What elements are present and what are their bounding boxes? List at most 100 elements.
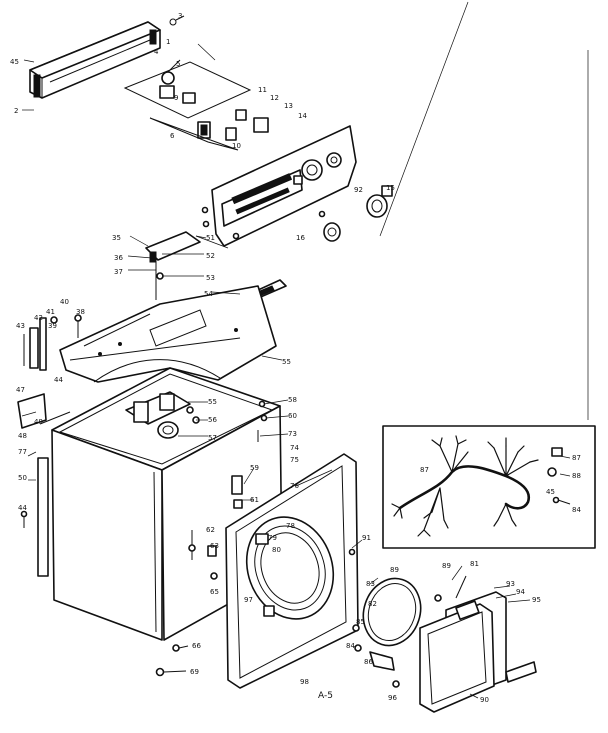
callout-87: 87 bbox=[420, 466, 429, 474]
cabinet-front-panel bbox=[225, 453, 359, 689]
callout-13: 13 bbox=[284, 102, 293, 110]
callout-98: 98 bbox=[300, 678, 309, 686]
timer-knob bbox=[366, 185, 393, 218]
inlet-valve-bracket bbox=[125, 391, 200, 439]
callout-83: 87 bbox=[572, 454, 581, 462]
callout-47: 49 bbox=[34, 418, 43, 426]
callout-43-top: 45 bbox=[10, 58, 19, 66]
callout-65: 69 bbox=[190, 668, 199, 676]
callout-92: 92 bbox=[354, 186, 363, 194]
callout-60: 62 bbox=[206, 526, 215, 534]
callout-70: 74 bbox=[290, 444, 299, 452]
callout-72: 76 bbox=[290, 482, 299, 490]
callout-41: 41 bbox=[46, 308, 55, 316]
callout-86: 88 bbox=[572, 472, 581, 480]
callout-94: 94 bbox=[516, 588, 525, 596]
callout-53: 55 bbox=[208, 398, 217, 406]
callout-74: 78 bbox=[286, 522, 295, 530]
callout-55: 57 bbox=[208, 434, 217, 442]
callout-4: 4 bbox=[154, 48, 159, 56]
callout-80-inset: 84 bbox=[572, 506, 581, 514]
callout-71: 75 bbox=[290, 456, 299, 464]
control-switch-bracket bbox=[123, 59, 269, 151]
callout-77: 81 bbox=[470, 560, 479, 568]
cabinet-left-screws bbox=[20, 457, 49, 577]
callout-62: 65 bbox=[210, 588, 219, 596]
door-assembly bbox=[419, 591, 537, 713]
top-cover bbox=[59, 285, 277, 383]
callout-43-left: 43 bbox=[16, 322, 25, 330]
callout-15: 15 bbox=[386, 184, 395, 192]
door-hinge-hardware bbox=[352, 575, 467, 688]
cabinet-feet-screws bbox=[155, 644, 189, 677]
callout-79: 83 bbox=[366, 580, 375, 588]
callout-96: 96 bbox=[388, 694, 397, 702]
callout-75: 79 bbox=[268, 534, 277, 542]
callout-63: 66 bbox=[192, 642, 201, 650]
callout-6: 6 bbox=[170, 132, 175, 140]
callout-69: 73 bbox=[288, 430, 297, 438]
panel-screws bbox=[201, 206, 326, 240]
callout-58: 60 bbox=[288, 412, 297, 420]
left-small-parts bbox=[17, 314, 82, 429]
callout-90: 90 bbox=[480, 696, 489, 704]
control-console-panel bbox=[211, 125, 357, 247]
callout-89: 89 bbox=[442, 562, 451, 570]
callout-53-top: 55 bbox=[282, 358, 291, 366]
callout-54: 56 bbox=[208, 416, 217, 424]
callout-5: 5 bbox=[176, 60, 180, 68]
wire-harness-inset bbox=[382, 425, 596, 549]
callout-97: 97 bbox=[244, 596, 253, 604]
door-seal-ring bbox=[362, 577, 422, 647]
callout-59: 61 bbox=[250, 496, 259, 504]
callout-76: 80 bbox=[272, 546, 281, 554]
selector-knob bbox=[323, 222, 341, 242]
console-rear-rail bbox=[29, 21, 161, 99]
callout-36: 36 bbox=[114, 254, 123, 262]
callout-93: 93 bbox=[506, 580, 515, 588]
callout-14: 14 bbox=[298, 112, 307, 120]
callout-3: 3 bbox=[178, 12, 182, 20]
callout-40: 40 bbox=[60, 298, 69, 306]
callout-82: 86 bbox=[364, 658, 373, 666]
callout-52: 54 bbox=[204, 290, 213, 298]
callout-9: 9 bbox=[174, 94, 178, 102]
callout-37: 37 bbox=[114, 268, 123, 276]
callout-91: 91 bbox=[362, 534, 371, 542]
callout-42-left: 42 bbox=[34, 314, 43, 322]
callout-73: 77 bbox=[18, 448, 27, 456]
callout-48: 50 bbox=[18, 474, 27, 482]
screw-top-right bbox=[169, 15, 185, 26]
lid-switch-assembly bbox=[145, 231, 201, 300]
callout-16: 16 bbox=[296, 234, 305, 242]
callout-45: 47 bbox=[16, 386, 25, 394]
cabinet-side-hardware bbox=[188, 400, 268, 580]
callout-51: 53 bbox=[206, 274, 215, 282]
leader-lines bbox=[21, 59, 571, 699]
callout-labels: 45 2 3 1 4 5 9 11 12 13 14 6 10 15 16 35… bbox=[10, 12, 581, 704]
callout-88: 89 bbox=[390, 566, 399, 574]
callout-2-top: 2 bbox=[14, 107, 18, 115]
callout-43-inset: 45 bbox=[546, 488, 555, 496]
callout-57: 59 bbox=[250, 464, 259, 472]
callout-44-a: 44 bbox=[54, 376, 63, 384]
callout-35: 35 bbox=[112, 234, 121, 242]
callout-95: 95 bbox=[532, 596, 541, 604]
leader-console bbox=[195, 235, 229, 249]
callout-78: 82 bbox=[368, 600, 377, 608]
callout-80: 84 bbox=[346, 642, 355, 650]
callout-39: 39 bbox=[48, 322, 57, 330]
callout-38: 38 bbox=[76, 308, 85, 316]
leader-small bbox=[197, 43, 216, 61]
figure-label: A-5 bbox=[318, 691, 333, 701]
callout-49: 51 bbox=[206, 234, 215, 242]
callout-10: 10 bbox=[232, 142, 241, 150]
callout-11: 11 bbox=[258, 86, 267, 94]
callout-56: 58 bbox=[288, 396, 297, 404]
callout-81: 85 bbox=[356, 618, 365, 626]
callout-44-b: 44 bbox=[18, 504, 27, 512]
callout-1: 1 bbox=[166, 38, 170, 46]
callout-50: 52 bbox=[206, 252, 215, 260]
callout-12: 12 bbox=[270, 94, 279, 102]
